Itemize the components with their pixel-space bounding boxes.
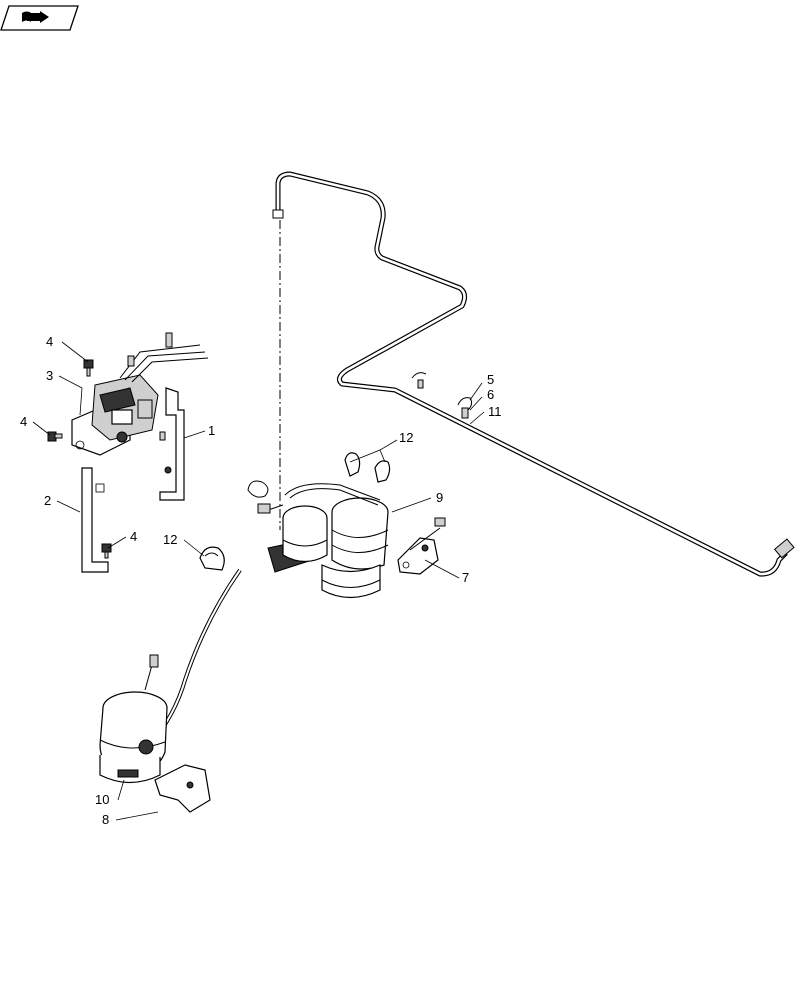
callout-8: 8 bbox=[102, 812, 109, 827]
leader-lines bbox=[32, 341, 485, 821]
fastener-upper-icon bbox=[411, 372, 427, 389]
fastener-5-icon bbox=[457, 397, 473, 411]
callout-3: 3 bbox=[46, 368, 53, 383]
callout-7: 7 bbox=[462, 570, 469, 585]
callout-9: 9 bbox=[436, 490, 443, 505]
callout-12b: 12 bbox=[163, 532, 177, 547]
bolt-4b-icon bbox=[47, 431, 63, 442]
nav-book-icon[interactable] bbox=[0, 5, 79, 31]
callout-11: 11 bbox=[488, 404, 502, 419]
air-line-tube bbox=[272, 171, 795, 577]
mount-plate-7 bbox=[397, 517, 446, 575]
valve-assembly bbox=[71, 332, 209, 573]
callout-10: 10 bbox=[95, 792, 109, 807]
fastener-6-icon bbox=[461, 407, 469, 419]
callout-5: 5 bbox=[487, 372, 494, 387]
callout-4b: 4 bbox=[20, 414, 27, 429]
actuator-assembly bbox=[247, 480, 389, 599]
bolt-4c-icon bbox=[101, 543, 112, 559]
callout-4a: 4 bbox=[46, 334, 53, 349]
bracket-8 bbox=[154, 764, 211, 813]
clamp-12a-icon bbox=[344, 452, 391, 483]
bolt-4a-icon bbox=[83, 359, 94, 377]
callout-6: 6 bbox=[487, 387, 494, 402]
callout-12a: 12 bbox=[399, 430, 413, 445]
callout-2: 2 bbox=[44, 493, 51, 508]
clamp-12b-icon bbox=[199, 546, 225, 571]
callout-1: 1 bbox=[208, 423, 215, 438]
lower-canister-10 bbox=[99, 654, 168, 784]
callout-4c: 4 bbox=[130, 529, 137, 544]
